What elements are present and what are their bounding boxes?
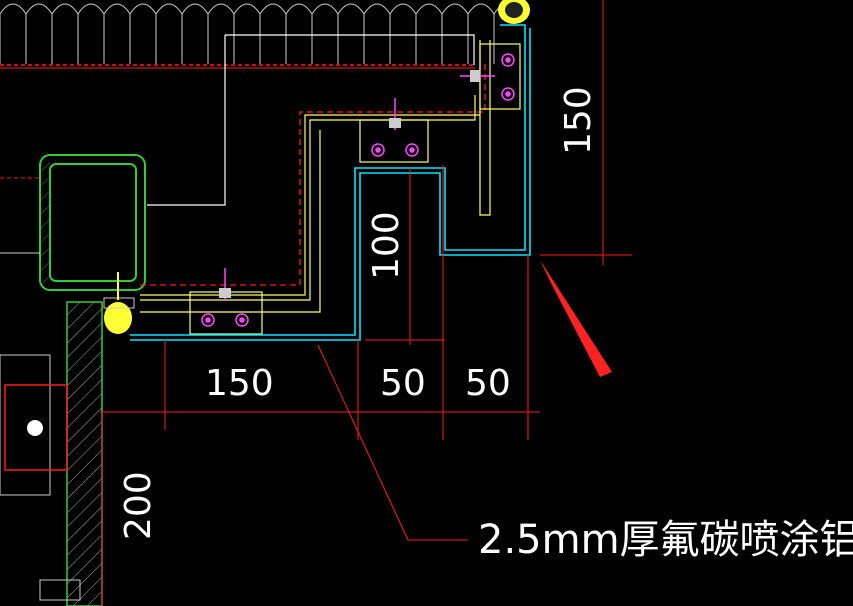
bolts: [201, 53, 515, 327]
brackets: [140, 40, 521, 335]
top-bolt-ring: [498, 0, 530, 24]
left-wall: [0, 301, 103, 606]
white-frame-lines: [147, 34, 475, 206]
dim-150-horizontal: 150: [205, 363, 274, 404]
dimension-lines: [100, 0, 632, 606]
insulation-layer: [0, 0, 500, 69]
steel-tube: [0, 154, 146, 291]
dim-150-vertical: 150: [558, 86, 599, 155]
dim-200-vertical: 200: [118, 471, 159, 540]
leader-arrow: [317, 260, 612, 541]
aluminum-panel: [130, 24, 531, 341]
dim-50-middle: 50: [380, 363, 426, 404]
dim-50-right: 50: [465, 363, 511, 404]
dashed-outline: [140, 60, 486, 286]
screw-heads: [219, 70, 480, 298]
material-note: 2.5mm厚氟碳喷涂铝单板: [478, 517, 853, 563]
dim-100-vertical: 100: [366, 211, 407, 280]
lower-bolt-ring: [103, 272, 135, 334]
